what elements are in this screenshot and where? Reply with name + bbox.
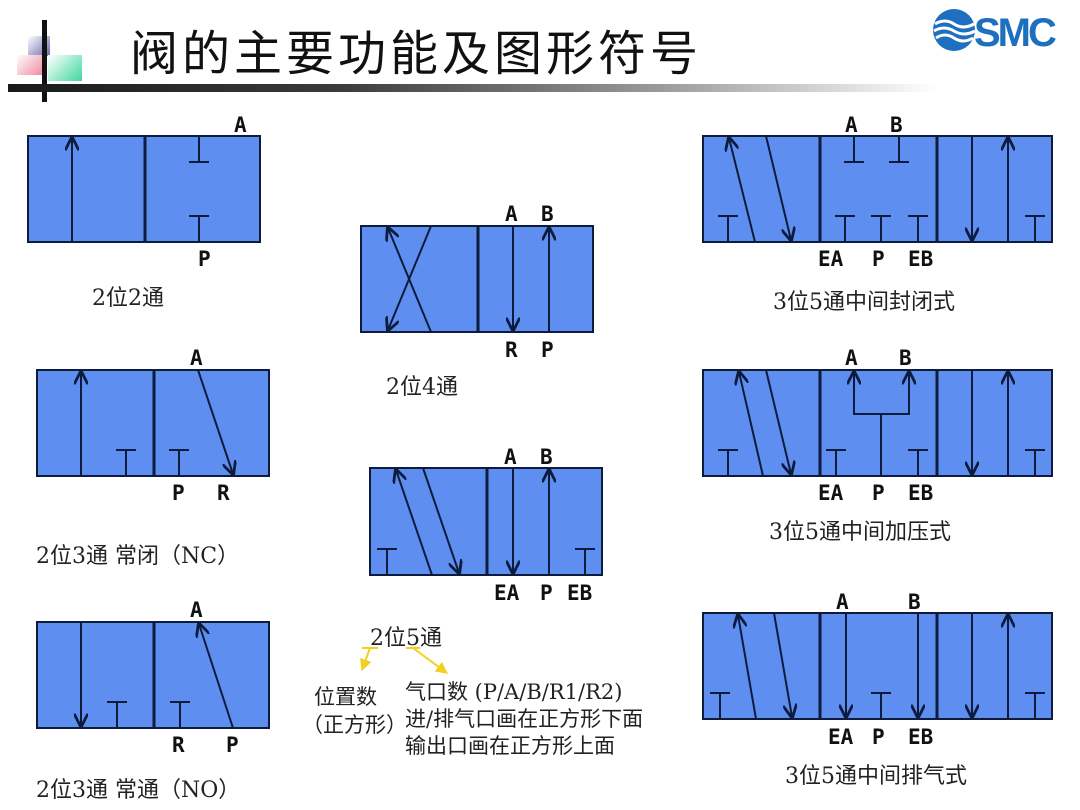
caption-3-5-exhaust: 3位5通中间排气式	[785, 764, 967, 789]
caption-2-2: 2位2通	[92, 286, 164, 311]
decor-square-green	[48, 55, 82, 81]
svg-text:P: P	[540, 581, 553, 605]
svg-text:A: A	[190, 598, 203, 622]
svg-text:EA: EA	[828, 725, 854, 749]
caption-2-3-nc: 2位3通 常闭（NC）	[36, 544, 240, 569]
svg-text:P: P	[872, 247, 885, 271]
svg-text:EA: EA	[818, 481, 844, 505]
legend-ports-line3: 输出口画在正方形上面	[405, 734, 615, 758]
decor-square-pink	[17, 55, 43, 75]
svg-text:A: A	[504, 445, 517, 469]
svg-text:P: P	[541, 338, 554, 362]
svg-text:A: A	[845, 346, 858, 370]
legend-positions-label: 位置数	[314, 685, 377, 709]
svg-text:A: A	[234, 113, 247, 137]
legend-ports-line2: 进/排气口画在正方形下面	[405, 707, 644, 731]
svg-text:A: A	[845, 113, 858, 137]
caption-2-4: 2位4通	[386, 375, 458, 400]
legend-ports-line1: 气口数 (P/A/B/R1/R2)	[405, 680, 623, 704]
svg-text:B: B	[541, 202, 554, 226]
svg-text:A: A	[505, 202, 518, 226]
svg-text:P: P	[172, 481, 185, 505]
svg-text:A: A	[836, 590, 849, 614]
decor-vertical-bar	[42, 20, 47, 102]
svg-text:EB: EB	[908, 247, 933, 271]
svg-text:EA: EA	[818, 247, 844, 271]
svg-text:R: R	[217, 481, 230, 505]
page-title: 阀的主要功能及图形符号	[130, 26, 703, 82]
svg-text:P: P	[872, 481, 885, 505]
svg-text:A: A	[190, 346, 203, 370]
svg-text:B: B	[908, 590, 921, 614]
svg-text:B: B	[899, 346, 912, 370]
svg-text:EB: EB	[567, 581, 592, 605]
svg-text:EA: EA	[494, 581, 520, 605]
svg-text:P: P	[198, 247, 211, 271]
svg-text:B: B	[540, 445, 553, 469]
logo-text: SMC	[974, 11, 1056, 54]
caption-3-5-pressure: 3位5通中间加压式	[769, 520, 951, 545]
legend-example: 2位5通	[370, 626, 442, 651]
title-underline	[8, 84, 938, 92]
smc-logo: SMC	[930, 6, 1075, 55]
svg-text:EB: EB	[908, 481, 933, 505]
caption-3-5-closed: 3位5通中间封闭式	[773, 290, 955, 315]
svg-text:B: B	[890, 113, 903, 137]
svg-text:EB: EB	[908, 725, 933, 749]
svg-text:R: R	[172, 733, 185, 757]
svg-text:R: R	[505, 338, 518, 362]
legend-positions-sub: （正方形）	[302, 713, 407, 737]
svg-text:P: P	[226, 733, 239, 757]
svg-text:P: P	[872, 725, 885, 749]
caption-2-3-no: 2位3通 常通（NO）	[36, 778, 241, 803]
smc-logo-icon: SMC	[933, 9, 1059, 55]
